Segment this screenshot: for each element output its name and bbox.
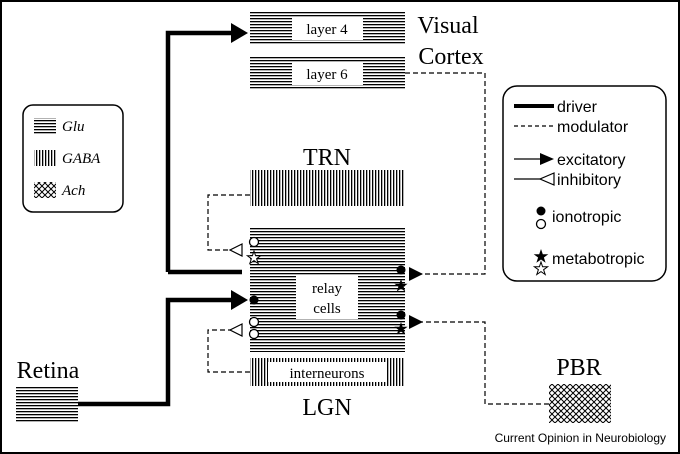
trn-block: [250, 170, 405, 206]
ionotropic-open-marker: [248, 316, 260, 328]
glu-swatch: [34, 118, 56, 134]
excitatory-label: excitatory: [557, 152, 625, 169]
pbr-excitatory-arrow: [409, 315, 423, 329]
ach-swatch: [34, 182, 56, 198]
gaba-label: GABA: [62, 151, 101, 167]
excitatory-swatch-arrow: [540, 153, 554, 165]
pathway-legend-box: [502, 85, 667, 282]
pbr-block: [549, 384, 611, 423]
layer6-excitatory-arrow: [409, 267, 423, 281]
relay-label-1: relay: [312, 281, 342, 297]
trn-inhibitory-arrow: [228, 243, 243, 257]
retina-block: [16, 386, 78, 422]
modulator-label: modulator: [557, 119, 629, 136]
metabotropic-open-swatch: [532, 260, 550, 276]
ionotropic-label: ionotropic: [552, 209, 621, 226]
lgn-label: LGN: [302, 395, 351, 421]
pbr-to-relay-modulator: [420, 321, 549, 405]
interneurons-label: interneurons: [290, 366, 365, 382]
retina-excitatory-arrow: [231, 290, 248, 310]
layer6-to-relay-modulator: [405, 72, 486, 275]
visual-cortex-label-2: Cortex: [418, 44, 483, 70]
relay-label-2: cells: [313, 301, 341, 317]
pbr-label: PBR: [556, 355, 601, 381]
ionotropic-filled-marker: [396, 265, 406, 275]
trn-to-relay-modulator: [207, 194, 250, 251]
metabotropic-filled-swatch: [533, 249, 549, 263]
metabotropic-label: metabotropic: [552, 251, 645, 268]
ach-label: Ach: [61, 183, 85, 199]
visual-cortex-label-1: Visual: [417, 13, 479, 39]
interneuron-inhibitory-arrow: [228, 323, 243, 337]
ionotropic-open-marker: [248, 236, 260, 248]
driver-label: driver: [557, 99, 598, 116]
glu-label: Glu: [62, 119, 85, 135]
ionotropic-open-swatch: [535, 218, 547, 230]
layer4-excitatory-arrow: [231, 23, 248, 43]
layer4-label-bg: [292, 17, 363, 40]
retina-to-relay-driver: [78, 297, 232, 407]
ionotropic-open-marker: [248, 328, 260, 340]
inhibitory-swatch-arrow: [538, 172, 555, 186]
retina-label: Retina: [17, 358, 80, 384]
gaba-swatch: [34, 150, 56, 166]
relay-to-layer4-driver: [165, 30, 232, 272]
layer6-label-bg: [292, 62, 363, 85]
journal-credit: Current Opinion in Neurobiology: [495, 431, 666, 445]
metabotropic-filled-marker: [394, 279, 408, 292]
metabotropic-open-marker: [245, 249, 263, 265]
ionotropic-filled-swatch: [536, 206, 546, 216]
ionotropic-filled-marker: [249, 295, 259, 305]
layer4-label: layer 4: [306, 22, 348, 38]
inhibitory-label: inhibitory: [557, 172, 621, 189]
trn-label: TRN: [303, 145, 351, 171]
interneuron-to-relay-modulator: [207, 329, 250, 373]
interneurons-label-bg: [268, 362, 386, 382]
metabotropic-filled-marker: [394, 322, 408, 335]
relay-label-bg: [296, 275, 358, 319]
layer6-label: layer 6: [306, 67, 348, 83]
ionotropic-filled-marker: [396, 310, 406, 320]
